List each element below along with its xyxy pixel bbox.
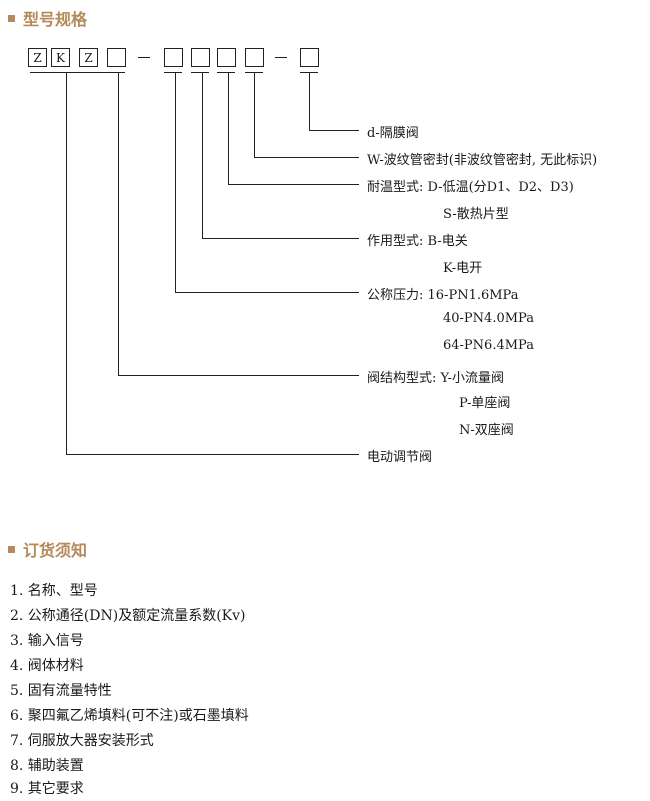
legend-action: 作用型式: B-电关 [367, 234, 468, 249]
leader-h-diaphragm [309, 130, 359, 131]
order-item-4: 4. 阀体材料 [10, 658, 84, 674]
legend-pressure: 公称压力: 16-PN1.6MPa [367, 288, 519, 303]
legend-product: 电动调节阀 [367, 450, 433, 465]
model-spec-title: 型号规格 [23, 10, 88, 29]
leader-v-temperature [228, 72, 229, 184]
legend-pressure-40: 40-PN4.0MPa [443, 311, 534, 326]
order-notes-title: 订货须知 [23, 541, 88, 560]
legend-bellows: W-波纹管密封(非波纹管密封, 无此标识) [367, 153, 598, 168]
leader-h-product [66, 454, 359, 455]
code-underline-5 [217, 72, 235, 73]
leader-v-structure [118, 72, 119, 375]
code-underline-3 [164, 72, 182, 73]
code-box-bellows [245, 48, 264, 67]
legend-structure-p: P-单座阀 [459, 396, 511, 411]
code-box-z2: Z [79, 48, 98, 67]
legend-action-k: K-电开 [443, 261, 483, 276]
order-item-7: 7. 伺服放大器安装形式 [10, 733, 154, 749]
order-item-6: 6. 聚四氟乙烯填料(可不注)或石墨填料 [10, 708, 249, 724]
code-box-temperature [217, 48, 236, 67]
order-item-8: 8. 辅助装置 [10, 758, 84, 774]
order-item-3: 3. 输入信号 [10, 633, 84, 649]
legend-pressure-64: 64-PN6.4MPa [443, 338, 534, 353]
leader-v-diaphragm [309, 72, 310, 130]
legend-structure-n: N-双座阀 [459, 423, 514, 438]
leader-h-pressure [175, 292, 359, 293]
leader-v-product [66, 72, 67, 454]
code-underline-1 [30, 72, 110, 73]
leader-v-pressure [175, 72, 176, 292]
legend-temperature: 耐温型式: D-低温(分D1、D2、D3) [367, 180, 574, 195]
code-box-action [191, 48, 210, 67]
code-box-structure [107, 48, 126, 67]
code-dash-2 [275, 57, 287, 58]
legend-temperature-s: S-散热片型 [443, 207, 509, 222]
code-box-z1: Z [28, 48, 47, 67]
order-item-2: 2. 公称通径(DN)及额定流量系数(Kv) [10, 608, 246, 624]
order-item-5: 5. 固有流量特性 [10, 683, 112, 699]
order-notes-heading: 订货须知 [8, 537, 87, 561]
code-underline-4 [191, 72, 209, 73]
code-box-pressure [164, 48, 183, 67]
leader-h-bellows [254, 157, 359, 158]
order-item-9: 9. 其它要求 [10, 781, 84, 797]
leader-v-bellows [254, 72, 255, 157]
leader-h-structure [118, 375, 359, 376]
legend-structure: 阀结构型式: Y-小流量阀 [367, 371, 505, 386]
bullet-square-icon [8, 545, 15, 553]
model-spec-heading: 型号规格 [8, 6, 87, 30]
code-underline-2 [107, 72, 125, 73]
code-dash-1 [138, 57, 150, 58]
leader-h-temperature [228, 184, 359, 185]
order-item-1: 1. 名称、型号 [10, 583, 98, 599]
bullet-square-icon [8, 14, 15, 22]
leader-v-action [202, 72, 203, 238]
code-box-k: K [51, 48, 70, 67]
legend-diaphragm: d-隔膜阀 [367, 126, 419, 141]
code-box-diaphragm [300, 48, 319, 67]
leader-h-action [202, 238, 359, 239]
